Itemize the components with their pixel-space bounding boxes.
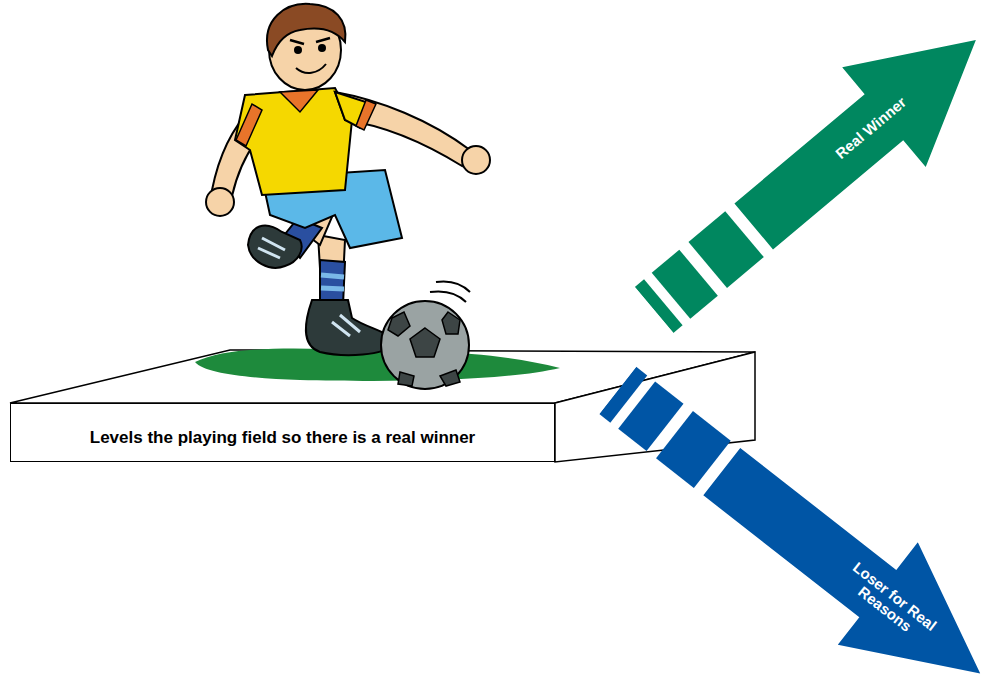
ball-patch: [388, 312, 410, 336]
sleeve-band: [236, 104, 262, 146]
platform-label-box: Levels the playing field so there is a r…: [10, 403, 555, 462]
fist: [462, 146, 490, 174]
eye: [318, 44, 326, 52]
sock-stripes: [321, 275, 344, 289]
shirt: [235, 88, 352, 195]
boot-laces: [258, 238, 285, 258]
fist: [206, 188, 234, 216]
arrow-text: Loser for Real Reasons: [832, 553, 947, 653]
arrow-body: [712, 0, 984, 276]
direction-arrow: Loser for Real Reasons: [578, 339, 984, 675]
hair: [267, 4, 345, 56]
eye: [294, 46, 302, 54]
box-text: Levels the playing field so there is a r…: [90, 428, 475, 448]
eyebrows: [290, 38, 330, 44]
ball-patch: [440, 370, 460, 386]
boot: [248, 226, 302, 268]
arrow-body: [682, 420, 984, 675]
sleeve-band: [356, 100, 376, 130]
ball-patch: [398, 372, 414, 386]
boot: [306, 300, 392, 355]
motion-lines: [430, 281, 470, 302]
boot-laces: [332, 315, 360, 336]
arrow-shape: [612, 0, 984, 360]
ball-patch: [410, 328, 440, 357]
ball-patch: [442, 312, 460, 334]
arrow-text: Real Winner: [832, 94, 909, 162]
arm: [335, 92, 470, 166]
sock: [320, 260, 345, 305]
smile: [296, 64, 326, 73]
collar: [280, 90, 318, 112]
soccer-ball: [381, 301, 469, 389]
direction-arrow: Real Winner: [612, 0, 984, 360]
